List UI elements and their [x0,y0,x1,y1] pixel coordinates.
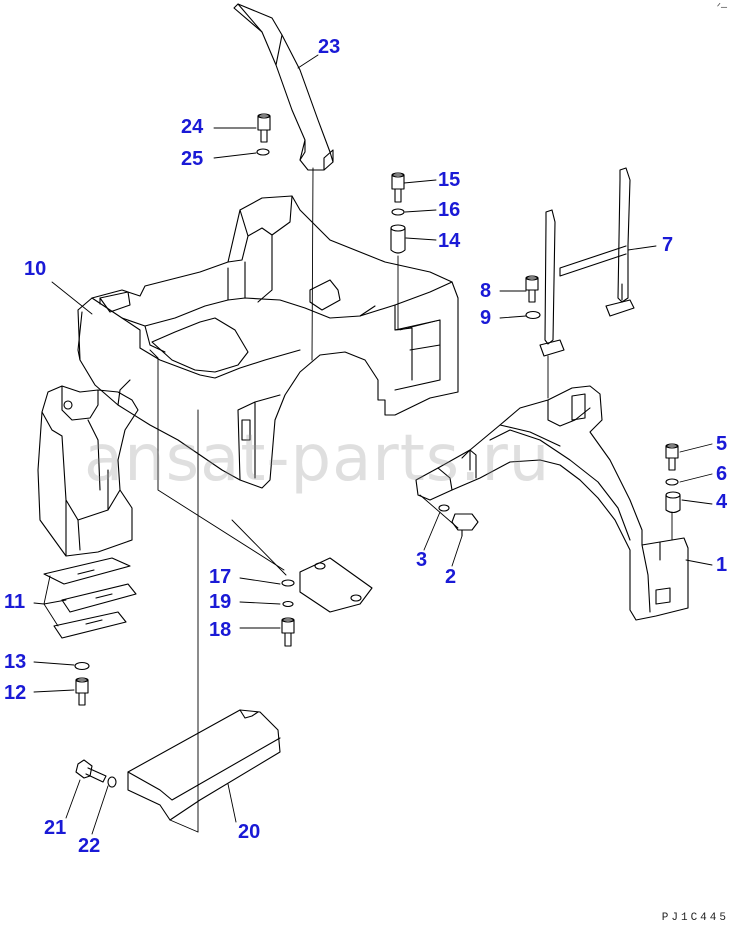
callout-1: 1 [716,554,728,576]
callout-15: 15 [438,169,461,191]
washer-17 [281,579,295,587]
handrail-7 [539,167,635,357]
cover-plate [299,557,373,613]
callout-17: 17 [209,566,232,588]
handrail-23 [233,3,334,171]
bolt-15 [391,172,405,203]
callout-5: 5 [716,433,728,455]
bolt-2 [451,513,479,537]
callout-10: 10 [24,258,47,280]
washer-22 [107,776,117,788]
callout-4: 4 [716,491,728,513]
washer-13 [74,661,90,671]
callout-18: 18 [209,619,232,641]
washer-16 [391,208,405,216]
floor-frame-10 [77,195,459,489]
bolt-24 [257,113,271,143]
callout-20: 20 [238,821,261,843]
watermark-text: ansat-parts.ru [84,422,551,496]
washer-19 [282,600,294,608]
bolt-21 [75,759,107,783]
washer-9 [525,310,541,320]
cover-20 [127,709,281,821]
callout-3: 3 [416,549,428,571]
fender-frame-1 [415,385,689,621]
callout-6: 6 [716,463,728,485]
spacer-4 [665,491,681,514]
bolt-12 [75,677,89,706]
bolt-18 [281,617,295,647]
callout-22: 22 [78,835,101,857]
callout-13: 13 [4,651,27,673]
washer-3 [438,504,450,512]
callout-19: 19 [209,591,232,613]
callout-8: 8 [480,280,492,302]
callout-23: 23 [318,36,341,58]
callout-9: 9 [480,307,492,329]
washer-25 [256,148,270,156]
step-bracket [37,385,139,557]
leader-lines [33,54,713,835]
bolt-8 [525,275,539,303]
corner-mark: ᐟ— [716,3,727,14]
callout-7: 7 [662,234,674,256]
callout-24: 24 [181,116,204,138]
callout-16: 16 [438,199,461,221]
assembly-lines [149,167,673,833]
shims-11 [43,557,137,639]
washer-6 [665,478,679,486]
callout-11: 11 [4,591,26,613]
callout-14: 14 [438,230,461,252]
callout-21: 21 [44,817,67,839]
callout-2: 2 [445,566,457,588]
callout-25: 25 [181,148,204,170]
spacer-14 [390,224,406,254]
callout-12: 12 [4,682,27,704]
bolt-5 [665,443,679,471]
reference-code: PJ1C445 [661,912,729,924]
